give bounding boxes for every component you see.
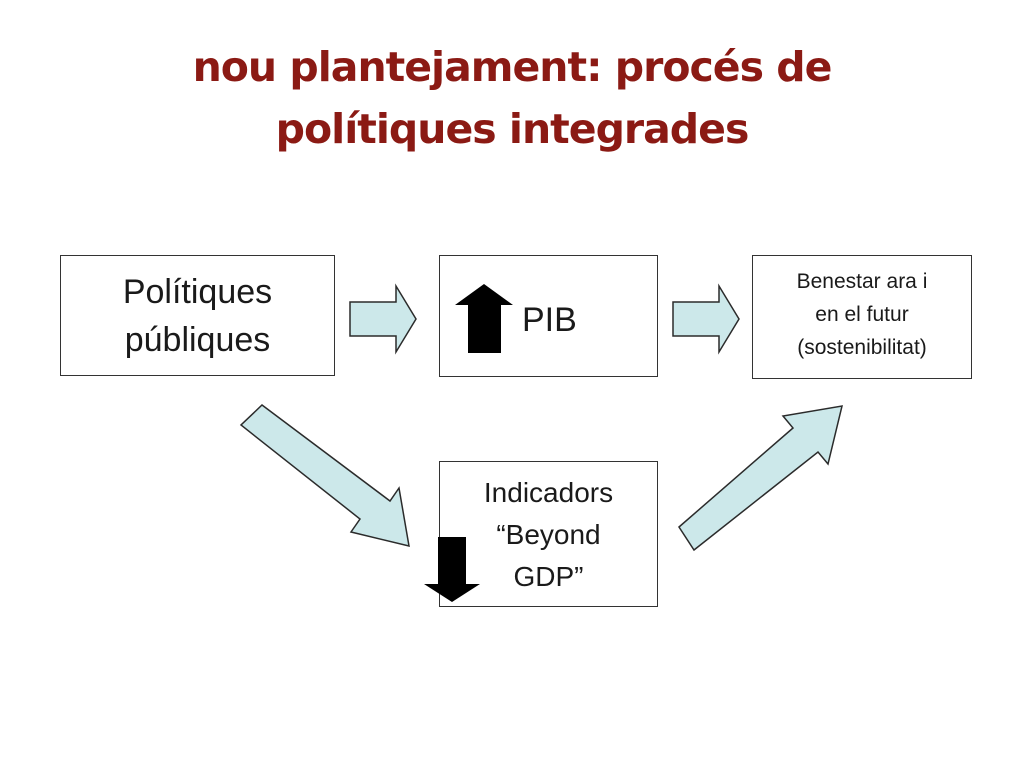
node-politiques-publiques: Polítiques públiques <box>60 255 335 376</box>
title-line-1: nou plantejament: procés de <box>192 43 833 91</box>
node-indicadors-beyond-gdp: Indicadors “Beyond GDP” <box>439 461 658 607</box>
node-indicadors-line-3: GDP” <box>513 561 584 592</box>
edge-pib-to-benestar-arrow <box>672 283 740 355</box>
edge-indicadors-to-benestar-arrow <box>678 405 843 552</box>
node-indicadors-line-1: Indicadors <box>483 477 614 508</box>
node-pib: PIB <box>439 255 658 377</box>
edge-politiques-to-indicadors-arrow <box>239 404 410 547</box>
node-politiques-line-1: Polítiques <box>122 273 273 311</box>
node-benestar-line-1: Benestar ara i <box>796 270 928 293</box>
page-title: nou plantejament: procés de polítiques i… <box>112 36 912 160</box>
edge-politiques-to-pib-arrow <box>349 283 417 355</box>
node-benestar-line-3: (sostenibilitat) <box>797 336 927 359</box>
node-benestar: Benestar ara i en el futur (sostenibilit… <box>752 255 972 379</box>
node-pib-label: PIB <box>522 301 577 339</box>
node-politiques-line-2: públiques <box>124 321 271 359</box>
node-indicadors-line-2: “Beyond <box>496 519 601 550</box>
node-benestar-line-2: en el futur <box>815 303 909 326</box>
title-line-2: polítiques integrades <box>275 105 750 153</box>
